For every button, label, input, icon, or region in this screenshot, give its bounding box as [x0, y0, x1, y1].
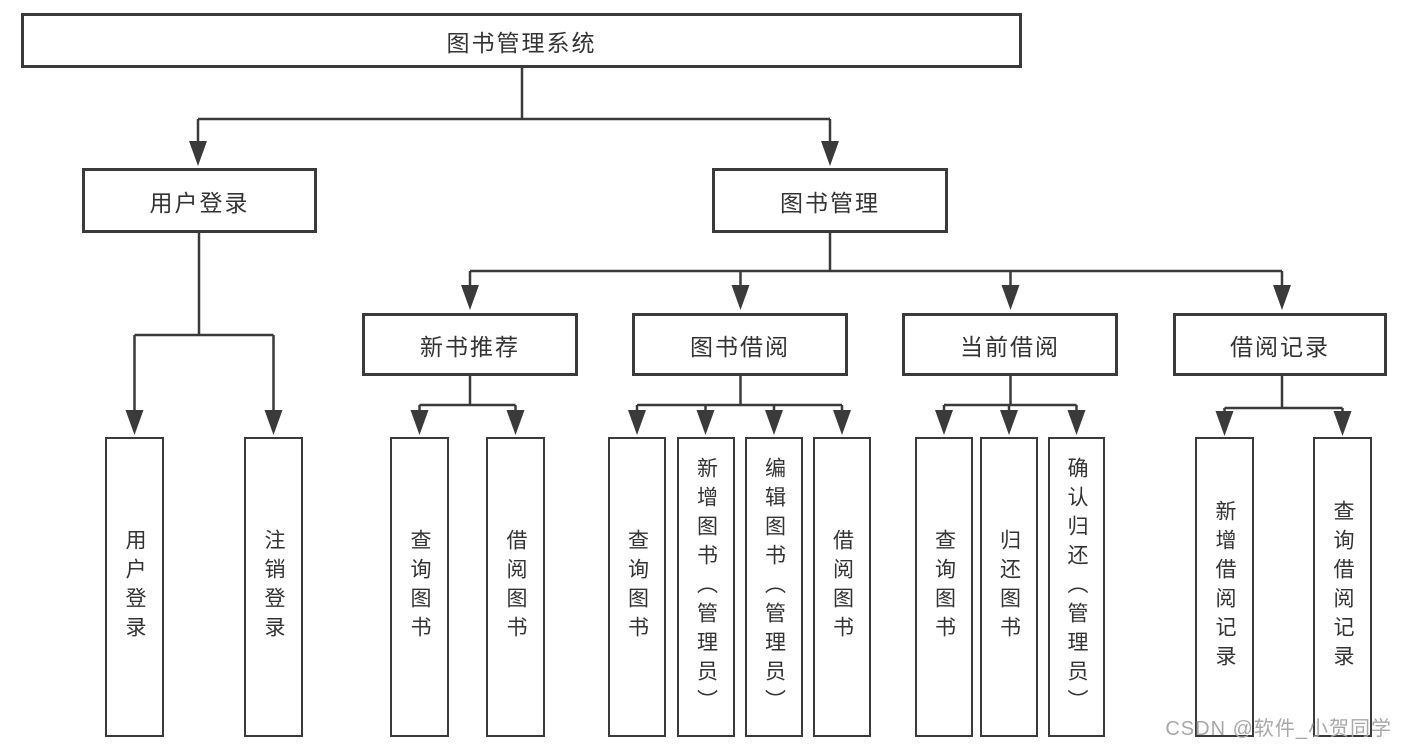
node-label: 新增图书（管理员） [694, 456, 718, 718]
node-label: 图书借阅 [690, 333, 790, 360]
leaf-query-books-current: 查询图书 [915, 437, 973, 737]
leaf-query-books-recommend: 查询图书 [390, 437, 449, 737]
node-borrow-records: 借阅记录 [1173, 313, 1387, 376]
arrow-down-icon [731, 285, 750, 310]
arrow-down-icon [461, 285, 479, 310]
arrow-down-icon [765, 410, 783, 435]
arrow-down-icon [935, 410, 953, 435]
node-label: 新书推荐 [420, 333, 520, 360]
node-book-borrowing: 图书借阅 [632, 313, 848, 376]
node-label: 确认归还（管理员） [1065, 456, 1088, 718]
arrow-down-icon [833, 410, 851, 435]
leaf-add-borrow-record: 新增借阅记录 [1195, 437, 1254, 737]
arrow-down-icon [264, 410, 283, 435]
node-book-management: 图书管理 [712, 168, 948, 233]
node-root-system: 图书管理系统 [21, 13, 1022, 68]
node-label: 图书管理系统 [446, 29, 597, 56]
arrow-down-icon [189, 141, 207, 166]
node-label: 注销登录 [262, 529, 285, 645]
node-label: 编辑图书（管理员） [762, 456, 786, 718]
arrow-down-icon [410, 410, 429, 435]
node-current-borrowing: 当前借阅 [902, 313, 1118, 376]
leaf-borrow-books-recommend: 借阅图书 [486, 437, 545, 737]
arrow-down-icon [125, 410, 144, 435]
node-label: 用户登录 [123, 529, 146, 645]
node-label: 查询图书 [932, 529, 956, 645]
node-label: 用户登录 [149, 189, 250, 216]
watermark: CSDN @软件_小贺同学 [1165, 718, 1392, 740]
arrow-down-icon [1215, 411, 1234, 436]
node-label: 新增借阅记录 [1213, 500, 1236, 674]
arrow-down-icon [1067, 410, 1086, 435]
node-label: 当前借阅 [960, 333, 1060, 360]
node-label: 查询图书 [625, 529, 649, 645]
arrow-down-icon [1273, 285, 1291, 310]
arrow-down-icon [1333, 411, 1352, 436]
arrow-down-icon [1000, 410, 1018, 435]
node-user-login: 用户登录 [82, 168, 317, 233]
leaf-query-books-borrowing: 查询图书 [608, 437, 666, 737]
leaf-return-book: 归还图书 [980, 437, 1038, 737]
node-label: 查询图书 [408, 529, 431, 645]
leaf-query-borrow-record: 查询借阅记录 [1313, 437, 1372, 737]
node-label: 借阅图书 [830, 529, 854, 645]
leaf-add-book-admin: 新增图书（管理员） [677, 437, 735, 737]
arrow-down-icon [1001, 285, 1020, 310]
node-label: 借阅图书 [504, 529, 527, 645]
node-label: 归还图书 [997, 529, 1021, 645]
arrow-down-icon [628, 410, 646, 435]
node-label: 查询借阅记录 [1331, 500, 1354, 674]
leaf-user-login: 用户登录 [105, 437, 164, 737]
node-label: 借阅记录 [1230, 333, 1330, 360]
leaf-borrow-books-borrowing: 借阅图书 [813, 437, 871, 737]
leaf-edit-book-admin: 编辑图书（管理员） [745, 437, 803, 737]
arrow-down-icon [821, 141, 839, 166]
arrow-down-icon [696, 410, 715, 435]
node-label: 图书管理 [780, 189, 880, 216]
arrow-down-icon [506, 410, 525, 435]
leaf-confirm-return-admin: 确认归还（管理员） [1048, 437, 1105, 737]
node-new-book-recommend: 新书推荐 [362, 313, 578, 376]
leaf-logout: 注销登录 [244, 437, 303, 737]
